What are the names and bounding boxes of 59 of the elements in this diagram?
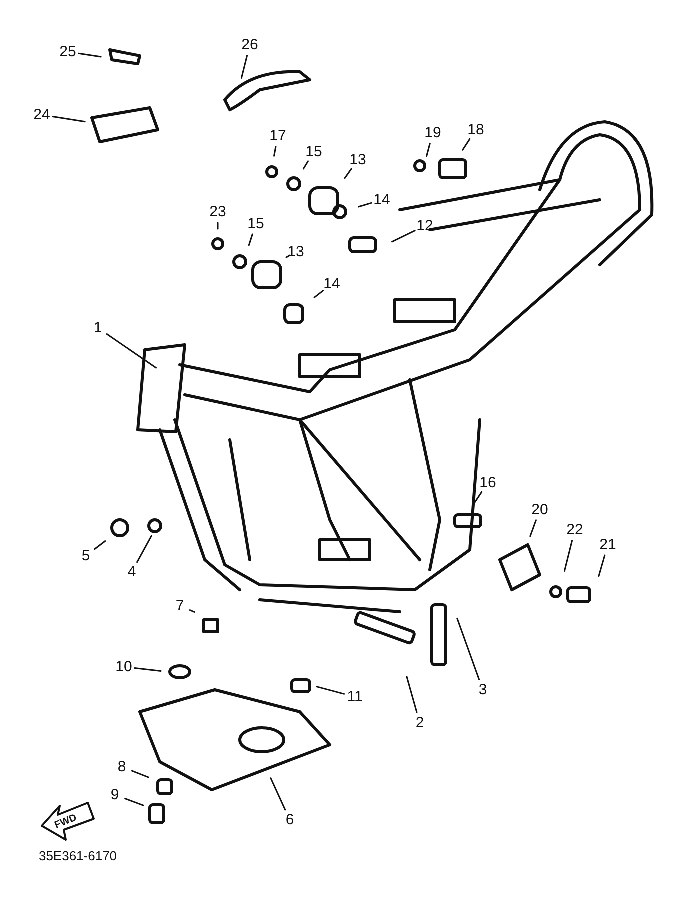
callout-number: 2 [416, 716, 424, 730]
leader-line [314, 290, 324, 298]
leader-line [270, 778, 286, 811]
leader-line [344, 168, 352, 180]
leader-line [598, 554, 606, 578]
callout-number: 20 [532, 502, 548, 518]
leader-line [106, 333, 157, 369]
leader-line [302, 160, 310, 170]
callout-number: 10 [116, 660, 132, 674]
leader-line [52, 116, 86, 123]
callout-number: 4 [128, 564, 136, 580]
callout-number: 19 [424, 126, 442, 140]
leader-line [124, 798, 144, 806]
leader-line [94, 540, 106, 550]
direction-label: FWD [52, 812, 80, 834]
leader-line [462, 138, 471, 151]
callout-number: 13 [288, 244, 304, 260]
leader-line [564, 540, 574, 572]
callout-number: 26 [242, 38, 258, 52]
leader-line [274, 146, 277, 157]
leader-line [131, 770, 150, 778]
leader-line [473, 491, 483, 505]
leader-line [217, 222, 219, 230]
callout-number: 13 [350, 152, 366, 168]
callout-number: 7 [176, 598, 184, 614]
callout-number: 6 [286, 812, 294, 828]
leader-line [426, 142, 431, 157]
callout-number: 15 [248, 216, 264, 232]
callout-number: 8 [118, 760, 126, 774]
callout-number: 9 [110, 788, 120, 802]
callout-number: 23 [210, 204, 226, 220]
callout-number: 15 [306, 144, 322, 160]
leader-line [316, 686, 346, 695]
leader-line [189, 610, 196, 613]
leader-line [248, 234, 254, 246]
callout-number: 14 [324, 276, 340, 292]
leader-line [406, 676, 418, 714]
callout-number: 16 [480, 476, 496, 490]
leader-line [240, 54, 248, 79]
leader-line [134, 668, 162, 672]
leader-line [286, 254, 291, 258]
leader-line [456, 618, 480, 680]
callout-number: 14 [374, 192, 390, 208]
callout-number: 5 [82, 548, 90, 564]
callout-number: 22 [566, 522, 584, 538]
leader-line [78, 52, 102, 58]
callout-number: 21 [600, 538, 616, 552]
callout-number: 11 [347, 690, 363, 704]
leader-line [392, 230, 416, 243]
leader-line [530, 520, 537, 538]
callout-number: 24 [34, 108, 50, 122]
part-number-text: 35E361-6170 [38, 847, 118, 866]
callout-number: 18 [468, 122, 484, 138]
leader-line [136, 535, 152, 564]
callout-number: 3 [478, 682, 488, 698]
callout-number: 17 [270, 128, 286, 144]
callout-number: 1 [94, 320, 102, 336]
leader-line [358, 202, 372, 208]
callout-number: 25 [60, 44, 76, 60]
